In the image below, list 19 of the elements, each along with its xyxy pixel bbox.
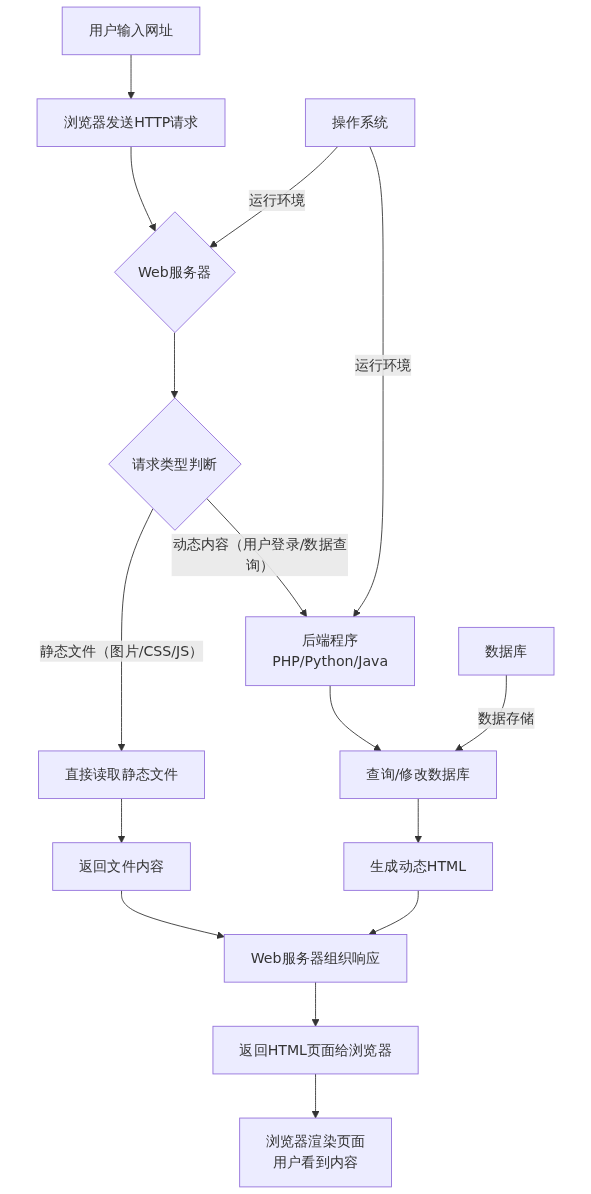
node-box: Web服务器组织响应: [223, 934, 408, 983]
node-box: 操作系统: [304, 98, 416, 147]
node-box: 直接读取静态文件: [38, 750, 205, 800]
node-box: 浏览器渲染页面 用户看到内容: [239, 1117, 392, 1188]
edge-label: 运行环境: [248, 191, 306, 209]
node-box: 查询/修改数据库: [339, 750, 497, 800]
node-box: 浏览器发送HTTP请求: [36, 98, 226, 147]
edge-label: 数据存储: [478, 709, 535, 727]
node-box: 生成动态HTML: [343, 842, 493, 891]
edge-label: 静态文件（图片/CSS/JS）: [39, 642, 204, 660]
node-box: 数据库: [458, 626, 555, 676]
node-box: 返回HTML页面给浏览器: [212, 1025, 419, 1075]
node-diamond: 请求类型判断: [108, 397, 242, 531]
edge-label: 动态内容（用户登录/数据查询）: [172, 535, 347, 574]
node-diamond: Web服务器: [114, 211, 236, 334]
node-box: 后端程序 PHP/Python/Java: [245, 616, 415, 687]
edge-label: 运行环境: [354, 356, 412, 374]
node-box: 用户输入网址: [61, 6, 201, 56]
node-box: 返回文件内容: [52, 842, 191, 891]
